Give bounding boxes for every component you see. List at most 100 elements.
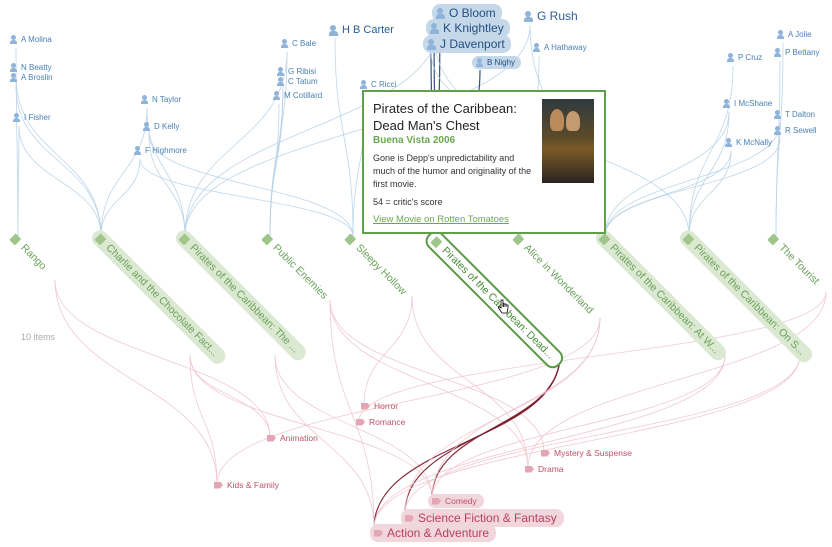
actor-node[interactable]: A Jolie — [777, 30, 812, 39]
actor-link — [775, 42, 784, 237]
person-icon — [774, 110, 781, 119]
actor-node[interactable]: G Ribisi — [277, 67, 316, 76]
person-icon — [10, 63, 17, 72]
actor-link — [139, 158, 354, 237]
actor-node-highlighted[interactable]: B Nighy — [472, 56, 522, 69]
genre-link — [329, 299, 529, 469]
genre-link — [189, 354, 433, 499]
person-icon — [360, 80, 367, 89]
actor-link — [334, 37, 354, 237]
genre-link — [527, 291, 827, 469]
genre-node[interactable]: Mystery & Suspense — [541, 448, 632, 458]
tag-icon — [356, 418, 365, 426]
person-icon — [436, 7, 445, 19]
genre-link — [189, 354, 271, 438]
actor-node[interactable]: F Highmore — [134, 146, 187, 155]
actor-node[interactable]: I Fisher — [13, 113, 51, 122]
actor-node[interactable]: H B Carter — [329, 24, 394, 36]
actor-label: C Ricci — [371, 80, 397, 89]
actor-node[interactable]: N Taylor — [141, 95, 181, 104]
actor-label: T Dalton — [785, 110, 816, 119]
actor-node[interactable]: A Broslin — [10, 73, 53, 82]
actor-node[interactable]: M Cotillard — [273, 91, 322, 100]
actor-node[interactable]: P Cruz — [727, 53, 762, 62]
actor-node[interactable]: A Hathaway — [533, 43, 587, 52]
movie-icon — [682, 233, 695, 246]
actor-node[interactable]: N Beatty — [10, 63, 52, 72]
genre-node[interactable]: Drama — [525, 464, 564, 474]
actor-node[interactable]: A Molina — [10, 35, 52, 44]
actor-label: G Ribisi — [288, 67, 317, 76]
actor-label: R Sewell — [785, 126, 817, 135]
genre-link — [54, 279, 218, 485]
actor-node[interactable]: D Kelly — [143, 122, 179, 131]
actor-label: I Fisher — [24, 113, 51, 122]
tag-icon — [267, 434, 276, 442]
actor-label: A Jolie — [788, 30, 812, 39]
genre-link — [373, 354, 726, 529]
genre-node-highlighted[interactable]: Action & Adventure — [370, 524, 497, 542]
genre-label: Animation — [280, 433, 318, 443]
genre-node[interactable]: Romance — [356, 417, 405, 427]
genre-node-highlighted[interactable]: Science Fiction & Fantasy — [401, 509, 564, 527]
genre-link — [373, 354, 801, 529]
actor-node[interactable]: K McNally — [725, 138, 772, 147]
person-icon — [10, 35, 17, 44]
actor-link — [15, 85, 102, 237]
person-icon — [476, 58, 483, 67]
actor-link — [15, 75, 102, 237]
genre-label: Action & Adventure — [387, 526, 490, 540]
genre-node[interactable]: Animation — [267, 433, 318, 443]
actor-link — [604, 138, 781, 237]
person-icon — [723, 99, 730, 108]
actor-node-highlighted[interactable]: J Davenport — [423, 35, 511, 53]
genre-node-highlighted[interactable]: Comedy — [428, 494, 484, 508]
person-icon — [427, 38, 436, 50]
genre-node[interactable]: Kids & Family — [214, 480, 279, 490]
actor-label: K McNally — [736, 138, 773, 147]
actor-node[interactable]: P Bettany — [774, 48, 820, 57]
actor-label: B Nighy — [487, 58, 516, 67]
person-icon — [725, 138, 732, 147]
genre-label: Horror — [374, 401, 399, 411]
tooltip-studio: Buena Vista 2006 — [373, 135, 456, 146]
actor-label: G Rush — [537, 9, 578, 23]
actor-label: J Davenport — [440, 37, 505, 51]
actor-link — [148, 134, 354, 237]
person-icon — [777, 30, 784, 39]
genre-link — [358, 291, 827, 422]
actor-node-highlighted[interactable]: K Knightley — [426, 19, 510, 37]
genre-label: Kids & Family — [227, 480, 279, 490]
actor-link — [184, 19, 441, 237]
actor-node[interactable]: C Ricci — [360, 80, 396, 89]
actor-node[interactable]: C Tatum — [277, 77, 318, 86]
tooltip-score: 54 = critic's score — [373, 197, 443, 207]
genre-link — [404, 354, 801, 514]
actor-label: A Hathaway — [544, 43, 587, 52]
person-icon — [13, 113, 20, 122]
actor-link — [604, 150, 732, 237]
tag-icon — [525, 465, 534, 473]
actor-label: N Beatty — [21, 63, 52, 72]
actor-node[interactable]: C Bale — [281, 39, 316, 48]
actor-node[interactable]: I McShane — [723, 99, 772, 108]
actor-label: O Bloom — [449, 6, 496, 20]
person-icon — [273, 91, 280, 100]
genre-link — [274, 354, 433, 499]
actor-node[interactable]: G Rush — [524, 9, 578, 23]
actor-node[interactable]: R Sewell — [774, 126, 817, 135]
actor-node-highlighted[interactable]: O Bloom — [432, 4, 502, 22]
tag-icon — [361, 402, 370, 410]
actor-link — [604, 111, 730, 237]
actor-link — [148, 134, 186, 237]
actor-link — [184, 51, 288, 237]
actor-link — [100, 158, 141, 237]
person-icon — [281, 39, 288, 48]
person-icon — [533, 43, 540, 52]
tag-icon — [214, 481, 223, 489]
movie-icon — [94, 233, 107, 246]
actor-node[interactable]: T Dalton — [774, 110, 815, 119]
rotten-tomatoes-link[interactable]: View Movie on Rotten Tomatoes — [373, 214, 509, 225]
genre-node[interactable]: Horror — [361, 401, 398, 411]
actor-label: P Cruz — [738, 53, 763, 62]
